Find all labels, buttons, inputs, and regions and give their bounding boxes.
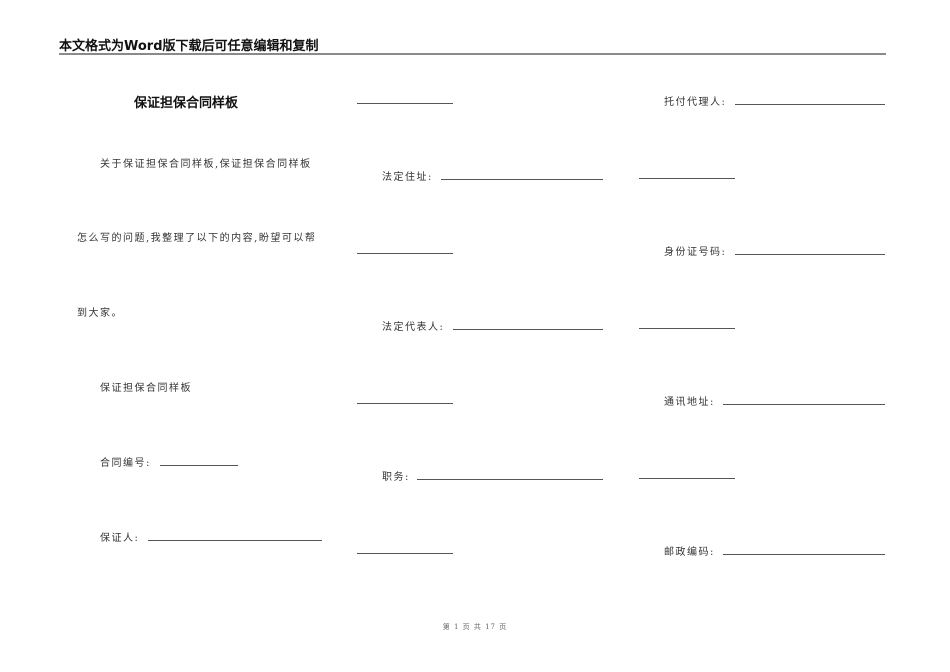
postal-code-label: 邮政编码: — [664, 547, 715, 558]
position-label: 职务: — [382, 472, 410, 483]
blank-line[interactable] — [357, 553, 453, 554]
entrusted-agent-blank[interactable] — [735, 104, 885, 105]
blank-line[interactable] — [357, 403, 453, 404]
intro-line-2: 怎么写的问题,我整理了以下的内容,盼望可以帮 — [77, 233, 317, 244]
blank-line[interactable] — [357, 103, 453, 104]
header-text: 本文格式为Word版下载后可任意编辑和复制 — [59, 39, 319, 54]
legal-representative-label: 法定代表人: — [382, 322, 445, 333]
id-number-label: 身份证号码: — [664, 247, 727, 258]
blank-line[interactable] — [639, 328, 735, 329]
blank-line[interactable] — [639, 178, 735, 179]
mailing-address-label: 通讯地址: — [664, 397, 715, 408]
document-title: 保证担保合同样板 — [134, 96, 239, 111]
position-blank[interactable] — [417, 479, 603, 480]
page-footer: 第 1 页 共 17 页 — [442, 623, 508, 631]
guarantor-label: 保证人: — [100, 533, 140, 544]
postal-code-blank[interactable] — [723, 554, 885, 555]
legal-address-label: 法定住址: — [382, 172, 433, 183]
legal-representative-blank[interactable] — [453, 329, 603, 330]
page-header: 本文格式为Word版下载后可任意编辑和复制 — [59, 33, 886, 55]
intro-line-3: 到大家。 — [77, 308, 123, 319]
entrusted-agent-label: 托付代理人: — [664, 97, 727, 108]
subtitle: 保证担保合同样板 — [100, 383, 192, 394]
intro-line-1: 关于保证担保合同样板,保证担保合同样板 — [100, 159, 312, 170]
mailing-address-blank[interactable] — [723, 404, 885, 405]
contract-number-blank[interactable] — [160, 465, 238, 466]
blank-line[interactable] — [357, 253, 453, 254]
contract-number-label: 合同编号: — [100, 458, 151, 469]
guarantor-blank[interactable] — [148, 540, 322, 541]
blank-line[interactable] — [639, 478, 735, 479]
id-number-blank[interactable] — [735, 254, 885, 255]
legal-address-blank[interactable] — [441, 179, 603, 180]
